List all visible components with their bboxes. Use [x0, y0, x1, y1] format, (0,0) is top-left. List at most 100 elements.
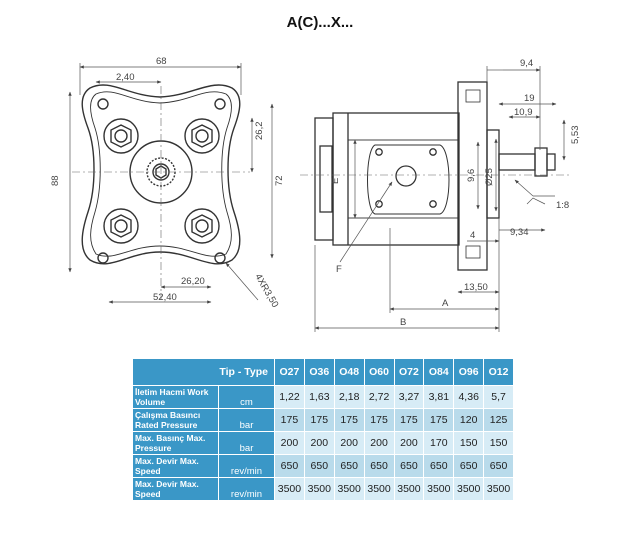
- dim-shaft-dia: Ø25: [484, 168, 495, 186]
- table-cell: 170: [423, 431, 455, 455]
- row-unit: bar: [218, 431, 275, 455]
- dim-width: 68: [156, 56, 167, 67]
- table-cell: 200: [274, 431, 305, 455]
- dim-bolt-horizontal: 26,20: [181, 276, 205, 287]
- row-param: Max. Basınç Max. Pressure: [132, 431, 219, 455]
- pilot: [486, 129, 500, 219]
- dim-bolt-vertical: 26,2: [254, 122, 265, 141]
- port-bore: [395, 165, 417, 187]
- table-cell: 2,18: [333, 385, 365, 409]
- flange-outline: [81, 84, 241, 265]
- table-cell: 200: [333, 431, 365, 455]
- dim-bolt-span: 52,40: [153, 292, 177, 303]
- table-cell: 3500: [303, 477, 335, 501]
- type-header: O27: [274, 358, 305, 386]
- table-cell: 650: [483, 454, 514, 478]
- table-cell: 650: [453, 454, 485, 478]
- table-cell: 3500: [483, 477, 514, 501]
- table-cell: 650: [423, 454, 455, 478]
- table-cell: 3,27: [393, 385, 425, 409]
- table-cell: 200: [303, 431, 335, 455]
- table-cell: 650: [303, 454, 335, 478]
- table-row: Çalışma Basıncı Rated Pressure bar 175 1…: [132, 408, 514, 432]
- dim-5-53: 5,53: [570, 126, 581, 145]
- dim-13-50: 13,50: [464, 282, 488, 293]
- dim-offset: 2,40: [116, 72, 135, 83]
- type-header: O12: [483, 358, 514, 386]
- rear-cover: [314, 117, 334, 241]
- table-header-row: Tip - Type O27 O36 O48 O60 O72 O84 O96 O…: [132, 358, 514, 386]
- table-cell: 3500: [423, 477, 455, 501]
- side-view: [314, 81, 556, 271]
- table-cell: 150: [483, 431, 514, 455]
- type-header: O84: [423, 358, 455, 386]
- table-cell: 175: [274, 408, 305, 432]
- table-cell: 650: [274, 454, 305, 478]
- type-header: O96: [453, 358, 485, 386]
- table-row: Max. Devir Max. Speed rev/min 650 650 65…: [132, 454, 514, 478]
- table-cell: 650: [333, 454, 365, 478]
- table-cell: 200: [363, 431, 395, 455]
- dim-height-inner: 72: [274, 175, 285, 186]
- table-cell: 2,72: [363, 385, 395, 409]
- table-row: İletim Hacmi Work Volume cm 1,22 1,63 2,…: [132, 385, 514, 409]
- row-param: Max. Devir Max. Speed: [132, 477, 219, 501]
- shaft-taper: [498, 153, 536, 171]
- table-cell: 1,63: [303, 385, 335, 409]
- table-cell: 3500: [333, 477, 365, 501]
- dim-taper: 1:8: [556, 200, 569, 211]
- table-cell: 5,7: [483, 385, 514, 409]
- table-cell: 175: [363, 408, 395, 432]
- dim-9-34: 9,34: [510, 227, 529, 238]
- table-cell: 175: [333, 408, 365, 432]
- dim-b: B: [400, 317, 406, 328]
- label-f: F: [336, 264, 342, 275]
- bolt-top-right: [184, 118, 220, 154]
- table-cell: 650: [363, 454, 395, 478]
- dim-holes: 4XR3,50: [252, 272, 280, 310]
- port-flange: [367, 144, 450, 215]
- mount-hole-bottom-left: [97, 252, 109, 264]
- table-cell: 3500: [274, 477, 305, 501]
- shaft-nut: [534, 147, 548, 177]
- row-unit: bar: [218, 408, 275, 432]
- type-header: O36: [303, 358, 335, 386]
- dim-height: 88: [50, 175, 61, 186]
- table-cell: 4,36: [453, 385, 485, 409]
- bolt-bottom-right: [184, 208, 220, 244]
- dim-4: 4: [470, 230, 475, 241]
- table-cell: 650: [393, 454, 425, 478]
- mount-hole-top-left: [97, 98, 109, 110]
- table-cell: 1,22: [274, 385, 305, 409]
- table-cell: 175: [423, 408, 455, 432]
- row-unit: rev/min: [218, 477, 275, 501]
- mount-hole-top-right: [214, 98, 226, 110]
- bolt-bottom-left: [103, 208, 139, 244]
- technical-drawing: 68 2,40 88 26,2 72 26,20 52,40 4XR3,50: [50, 56, 581, 332]
- table-cell: 3500: [453, 477, 485, 501]
- row-param: İletim Hacmi Work Volume: [132, 385, 219, 409]
- table-row: Max. Basınç Max. Pressure bar 200 200 20…: [132, 431, 514, 455]
- dim-10-9: 10,9: [514, 107, 533, 118]
- table-cell: 3500: [393, 477, 425, 501]
- table-cell: 120: [453, 408, 485, 432]
- table-cell: 3,81: [423, 385, 455, 409]
- type-header: O48: [333, 358, 365, 386]
- table-cell: 175: [393, 408, 425, 432]
- row-param: Çalışma Basıncı Rated Pressure: [132, 408, 219, 432]
- dim-19: 19: [524, 93, 535, 104]
- table-cell: 150: [453, 431, 485, 455]
- dim-9-6: 9,6: [466, 169, 477, 182]
- spec-table: Tip - Type O27 O36 O48 O60 O72 O84 O96 O…: [132, 358, 514, 501]
- table-cell: 175: [303, 408, 335, 432]
- drawing-title: A(C)...X...: [286, 14, 354, 31]
- type-header: O60: [363, 358, 395, 386]
- bolt-top-left: [103, 118, 139, 154]
- table-cell: 3500: [363, 477, 395, 501]
- flange-inner-outline: [90, 91, 232, 257]
- dim-e: E: [330, 178, 341, 184]
- row-unit: rev/min: [218, 454, 275, 478]
- dim-9-4: 9,4: [520, 58, 533, 69]
- dim-a: A: [442, 298, 449, 309]
- row-param: Max. Devir Max. Speed: [132, 454, 219, 478]
